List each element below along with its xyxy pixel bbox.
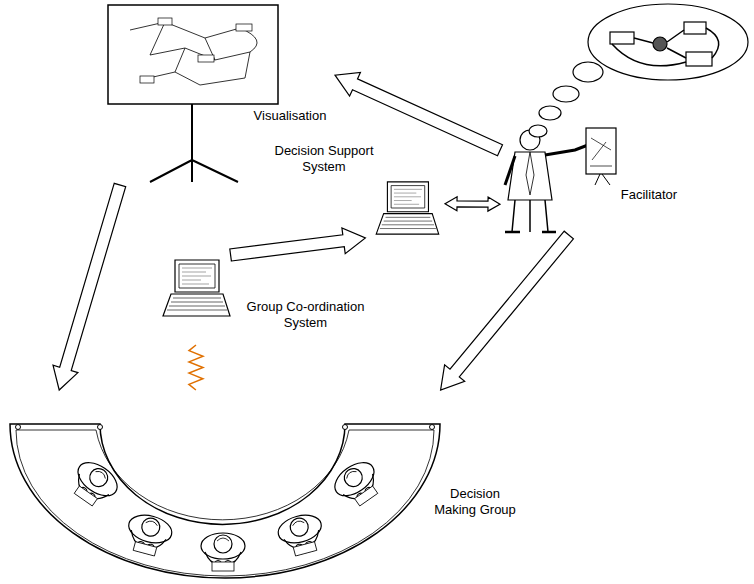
decision-group-area: Decision Making Group [8, 390, 520, 580]
laptop-icon [376, 182, 439, 234]
signal-link [189, 345, 203, 390]
decision-support-area: Decision Support System [268, 140, 445, 238]
facilitator-area: Facilitator [500, 125, 715, 235]
node-label: Decision Support System [268, 143, 380, 175]
node-label: Visualisation [250, 108, 330, 124]
easel-board [108, 5, 278, 182]
node-label: Facilitator [604, 187, 694, 203]
meeting-table [10, 424, 440, 578]
block-arrow [441, 231, 574, 390]
laptop-icon [163, 260, 230, 316]
thought-bubble [529, 4, 748, 137]
block-arrow [230, 228, 366, 261]
node-label: Decision Making Group [433, 486, 517, 518]
block-arrow [53, 183, 126, 390]
group-coordination-area: Group Co-ordination System [155, 255, 371, 345]
node-label: Group Co-ordination System [243, 299, 368, 331]
facilitator-figure [505, 128, 616, 232]
block-arrow [445, 197, 500, 211]
